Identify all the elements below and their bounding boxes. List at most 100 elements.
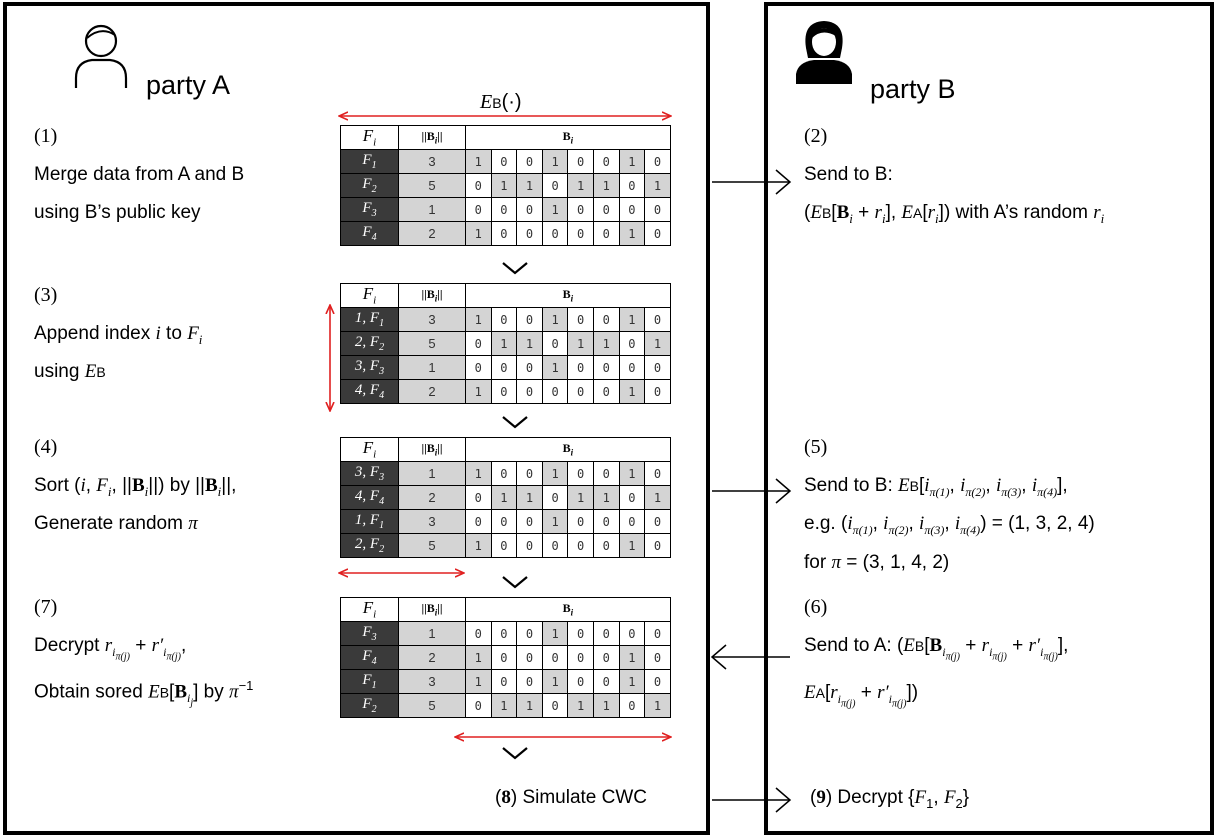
step-3-line-2: using EB <box>34 361 106 382</box>
col-header-norm: ||Bi|| <box>398 437 466 462</box>
bit-cell: 1 <box>644 173 671 198</box>
col-header-bits: Bi <box>465 283 671 308</box>
bit-cell: 1 <box>592 485 620 510</box>
bit-cell: 0 <box>644 461 671 486</box>
bit-cell: 0 <box>541 645 569 670</box>
bit-cell: 1 <box>465 149 492 174</box>
norm-cell: 1 <box>398 461 466 486</box>
bit-cell: 1 <box>592 693 620 718</box>
bit-cell: 1 <box>490 173 518 198</box>
step-2-line-1: Send to B: <box>804 164 893 185</box>
step-5-line-3: for π = (3, 1, 4, 2) <box>804 552 950 573</box>
bit-cell: 0 <box>567 669 594 694</box>
chevron-down-icon <box>502 747 528 760</box>
norm-cell: 1 <box>398 197 466 222</box>
arrow-left-icon <box>710 644 790 670</box>
bit-cell: 1 <box>516 485 543 510</box>
step-7-number: (7) <box>34 596 58 618</box>
bit-cell: 0 <box>516 509 543 534</box>
step-5-line-1: Send to B: EB[iπ(1), iπ(2), iπ(3), iπ(4)… <box>804 475 1068 499</box>
feature-cell: 1, F1 <box>340 509 399 534</box>
bit-cell: 0 <box>490 645 518 670</box>
bit-cell: 0 <box>567 621 594 646</box>
step-5-line-2: e.g. (iπ(1), iπ(2), iπ(3), iπ(4)) = (1, … <box>804 513 1095 537</box>
feature-cell: F3 <box>340 197 399 222</box>
bit-cell: 0 <box>516 149 543 174</box>
bit-cell: 0 <box>465 693 492 718</box>
bit-cell: 0 <box>541 331 569 356</box>
feature-cell: F4 <box>340 645 399 670</box>
step-5-number: (5) <box>804 436 828 458</box>
bit-cell: 1 <box>618 533 646 558</box>
bit-cell: 1 <box>592 331 620 356</box>
bit-cell: 1 <box>567 173 594 198</box>
bit-cell: 1 <box>567 485 594 510</box>
bit-cell: 0 <box>516 461 543 486</box>
chevron-down-icon <box>502 262 528 275</box>
party-a-panel <box>3 2 710 835</box>
bit-cell: 0 <box>490 197 518 222</box>
bit-cell: 1 <box>618 379 646 404</box>
step-6-line-1: Send to A: (EB[Biπ(j) + riπ(j) + r′iπ(j)… <box>804 635 1069 663</box>
bit-cell: 0 <box>465 485 492 510</box>
bit-cell: 0 <box>541 533 569 558</box>
bit-cell: 1 <box>618 645 646 670</box>
feature-cell: 4, F4 <box>340 379 399 404</box>
col-header-bits: Bi <box>465 437 671 462</box>
step-1-line-1: Merge data from A and B <box>34 164 245 185</box>
party-b-title: party B <box>870 74 956 104</box>
bit-cell: 0 <box>465 621 492 646</box>
bit-cell: 0 <box>644 221 671 246</box>
arrow-right-icon <box>712 478 792 504</box>
bit-cell: 0 <box>644 533 671 558</box>
feature-cell: 3, F3 <box>340 355 399 380</box>
feature-cell: 4, F4 <box>340 485 399 510</box>
bit-cell: 1 <box>592 173 620 198</box>
feature-cell: F2 <box>340 173 399 198</box>
bit-cell: 0 <box>567 197 594 222</box>
step-8-text: (8) Simulate CWC <box>495 787 648 808</box>
bit-cell: 0 <box>618 621 646 646</box>
bit-cell: 0 <box>465 197 492 222</box>
feature-cell: F1 <box>340 149 399 174</box>
norm-cell: 5 <box>398 693 466 718</box>
bit-cell: 1 <box>644 331 671 356</box>
bit-cell: 1 <box>541 669 569 694</box>
step-2-number: (2) <box>804 125 828 147</box>
party-a-title: party A <box>146 70 231 100</box>
bit-cell: 0 <box>490 307 518 332</box>
norm-cell: 1 <box>398 355 466 380</box>
bit-cell: 1 <box>465 669 492 694</box>
step-6-line-2: EA[riπ(j) + r′iπ(j)]) <box>804 682 919 710</box>
bit-cell: 1 <box>541 197 569 222</box>
step-3-number: (3) <box>34 284 58 306</box>
bit-cell: 1 <box>541 149 569 174</box>
bit-cell: 0 <box>516 533 543 558</box>
arrow-right-icon <box>712 787 792 813</box>
bit-cell: 0 <box>618 509 646 534</box>
bit-cell: 0 <box>541 693 569 718</box>
feature-cell: 1, F1 <box>340 307 399 332</box>
step-4-line-1: Sort (i, Fi, ||Bi||) by ||Bi||, <box>34 475 237 499</box>
feature-cell: F1 <box>340 669 399 694</box>
norm-cell: 2 <box>398 485 466 510</box>
step-7-line-1: Decrypt riπ(j) + r′iπ(j), <box>34 635 187 663</box>
bit-cell: 0 <box>567 461 594 486</box>
bit-cell: 1 <box>465 379 492 404</box>
bit-cell: 1 <box>465 221 492 246</box>
step-2-line-2: (EB[Bi + ri], EA[ri]) with A’s random ri <box>804 202 1105 226</box>
norm-cell: 5 <box>398 533 466 558</box>
bit-cell: 0 <box>567 149 594 174</box>
bit-cell: 0 <box>516 379 543 404</box>
